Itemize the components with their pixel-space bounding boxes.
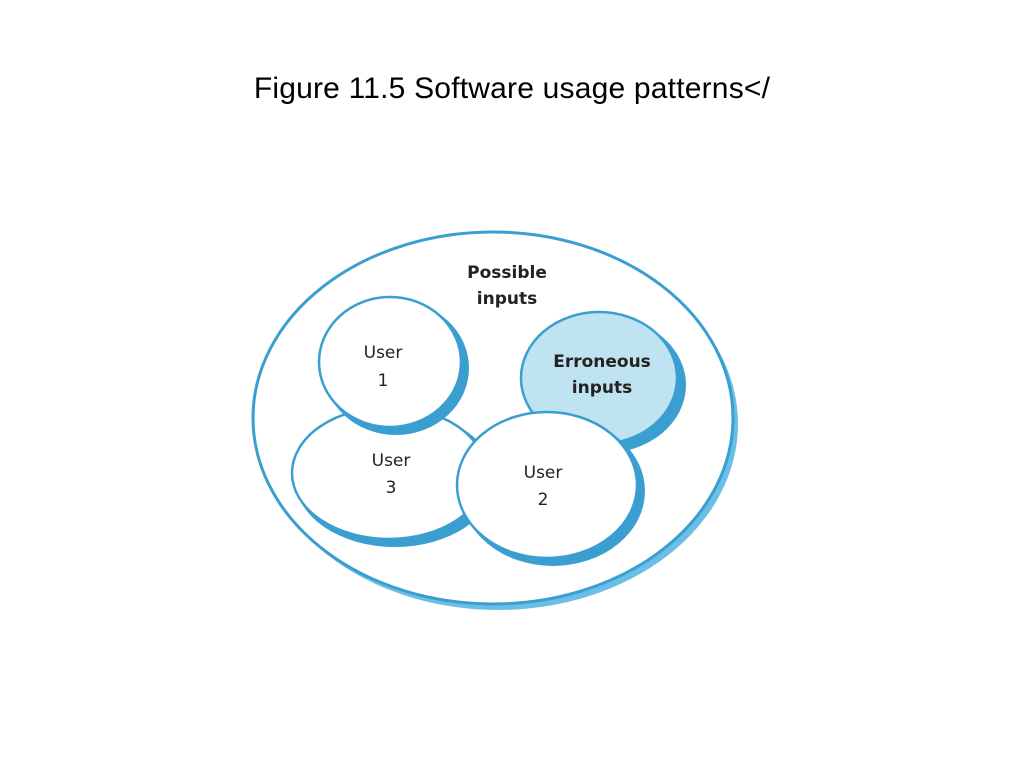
slide-title: Figure 11.5 Software usage patterns</ xyxy=(253,72,771,105)
user1-label-line1: User xyxy=(364,343,403,363)
user2-ellipse xyxy=(455,410,639,560)
user2-label-line1: User xyxy=(524,463,563,483)
user1-ellipse xyxy=(317,295,463,429)
user1-set: User 1 xyxy=(317,295,469,435)
possible-inputs-label-line2: inputs xyxy=(477,289,537,309)
user2-set: User 2 xyxy=(455,410,645,566)
possible-inputs-label-line1: Possible xyxy=(467,263,547,283)
user1-label-line2: 1 xyxy=(378,371,389,391)
user2-label-line2: 2 xyxy=(538,490,549,510)
erroneous-inputs-label-line1: Erroneous xyxy=(553,352,651,372)
user3-label-line2: 3 xyxy=(386,478,397,498)
erroneous-inputs-label-line2: inputs xyxy=(572,378,632,398)
user3-label-line1: User xyxy=(372,451,411,471)
